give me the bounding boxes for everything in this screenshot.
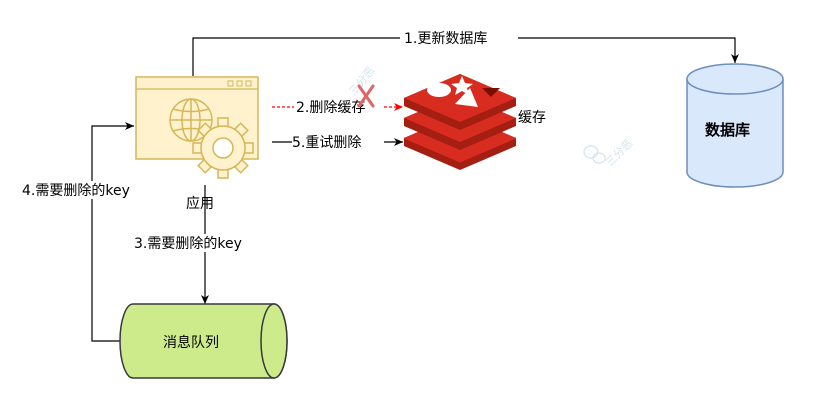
redis-icon [403, 74, 517, 170]
edge-update-database: 1.更新数据库 [192, 28, 739, 76]
message-queue-node: 消息队列 [119, 303, 288, 379]
wechat-icon [583, 145, 606, 164]
edge-consume-key: 4.需要删除的key [20, 122, 166, 342]
step5-label: 5.重试删除 [292, 135, 361, 151]
cache-label: 缓存 [518, 110, 546, 126]
step3-label: 3.需要删除的key [134, 236, 242, 252]
edge-delete-cache: 2.删除缓存 [272, 84, 403, 116]
database-label: 数据库 [705, 121, 750, 139]
step2-label: 2.删除缓存 [296, 100, 365, 116]
app-label: 应用 [186, 195, 214, 212]
watermark-text-2: 三分恶 [603, 137, 636, 170]
app-node: 应用 [135, 76, 259, 212]
edge-send-key-to-queue: 3.需要删除的key [132, 185, 274, 304]
watermark-text-1: 三分恶 [346, 64, 377, 98]
edge-retry-delete: 5.重试删除 [272, 135, 403, 151]
gear-icon [192, 117, 254, 179]
database-node: 数据库 [686, 63, 784, 188]
step1-label: 1.更新数据库 [404, 31, 487, 47]
queue-label: 消息队列 [163, 334, 219, 351]
step4-label: 4.需要删除的key [22, 183, 130, 199]
redis-cache-node: 缓存 [403, 74, 546, 170]
failure-x-icon [357, 84, 375, 108]
